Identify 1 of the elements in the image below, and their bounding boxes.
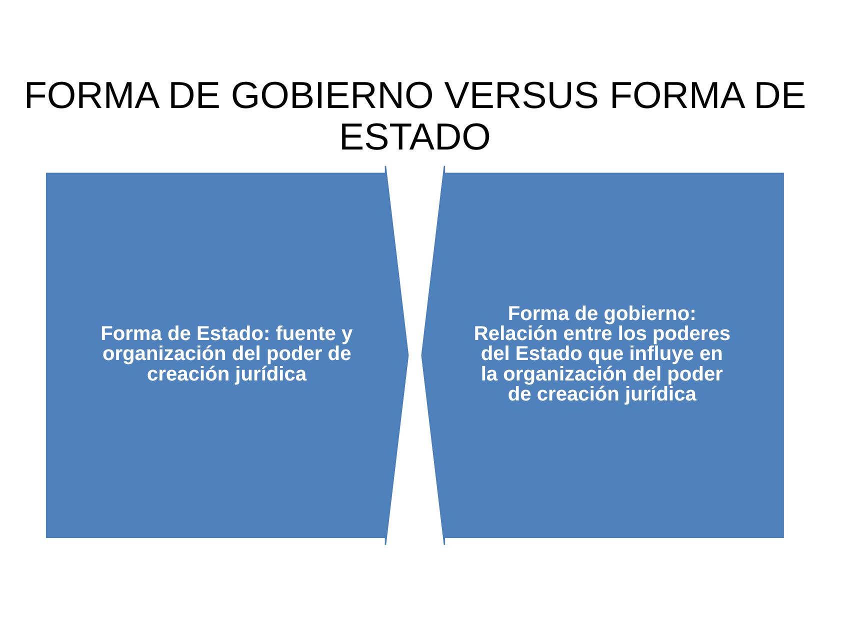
diagram-title: FORMA DE GOBIERNO VERSUS FORMA DE ESTADO	[24, 74, 806, 158]
